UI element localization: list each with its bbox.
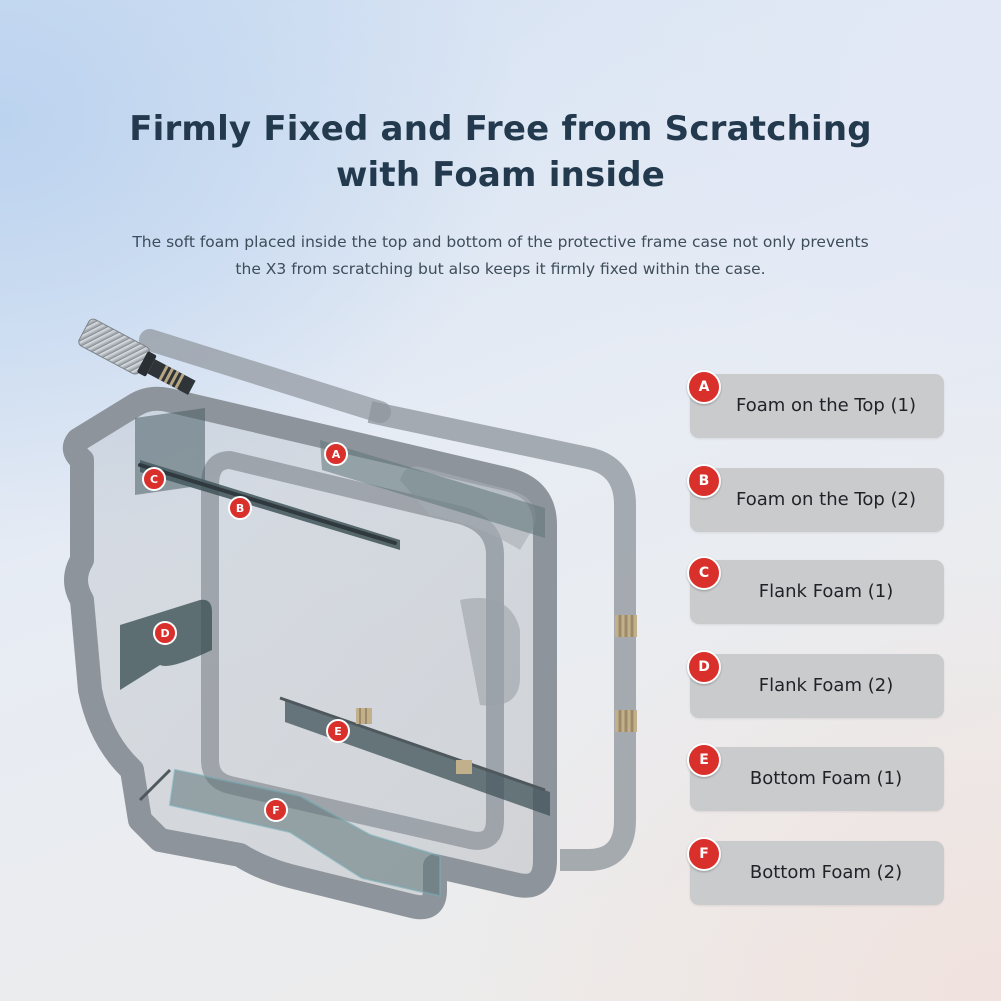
foam-bottom-1 — [285, 700, 550, 816]
marker-c-label: C — [150, 473, 158, 486]
marker-d: D — [153, 621, 177, 645]
foam-top-1 — [320, 440, 545, 538]
legend-badge-f: F — [687, 837, 721, 871]
thumb-screw — [78, 318, 196, 395]
bottom-stud — [356, 708, 472, 774]
legend-label-f: Bottom Foam (2) — [749, 862, 903, 883]
legend-badge-b: B — [687, 464, 721, 498]
side-stud-lower — [615, 710, 637, 732]
legend-item-d: D Flank Foam (2) — [687, 650, 944, 718]
marker-b: B — [228, 496, 252, 520]
marker-e-label: E — [334, 725, 342, 738]
legend-badge-d: D — [687, 650, 721, 684]
page-description: The soft foam placed inside the top and … — [132, 233, 869, 278]
marker-a-label: A — [332, 448, 341, 461]
legend-item-c: C Flank Foam (1) — [687, 556, 944, 624]
legend-item-a: A Foam on the Top (1) — [687, 370, 944, 438]
legend-item-b: B Foam on the Top (2) — [687, 464, 944, 532]
bottom-rod — [279, 696, 546, 792]
frame-case-diagram: A B C D E F — [62, 318, 637, 920]
foam-bottom-2 — [168, 768, 441, 898]
frame-top-rail — [139, 329, 391, 423]
legend-item-e: E Bottom Foam (1) — [687, 743, 944, 811]
legend-badge-a: A — [687, 370, 721, 404]
bottom-rod-2 — [138, 768, 172, 802]
legend-item-f: F Bottom Foam (2) — [687, 837, 944, 905]
marker-f: F — [264, 798, 288, 822]
marker-f-label: F — [272, 804, 280, 817]
legend-label-c: Flank Foam (1) — [758, 581, 894, 602]
legend-badge-e: E — [687, 743, 721, 777]
legend-label-d: Flank Foam (2) — [758, 675, 894, 696]
frame-rear-outline — [367, 401, 636, 871]
legend-label-e: Bottom Foam (1) — [749, 768, 903, 789]
marker-a: A — [324, 442, 348, 466]
legend-badge-c: C — [687, 556, 721, 590]
frame-side-cutout — [460, 598, 520, 706]
legend-label-b: Foam on the Top (2) — [735, 489, 916, 510]
marker-b-label: B — [236, 502, 244, 515]
marker-e: E — [326, 719, 350, 743]
marker-c: C — [142, 467, 166, 491]
legend-label-a: Foam on the Top (1) — [735, 395, 916, 416]
top-rod — [138, 463, 397, 545]
frame-inner-window — [201, 451, 504, 850]
side-stud-upper — [615, 615, 637, 637]
page-title: Firmly Fixed and Free from Scratching wi… — [129, 109, 872, 195]
marker-d-label: D — [160, 627, 169, 640]
